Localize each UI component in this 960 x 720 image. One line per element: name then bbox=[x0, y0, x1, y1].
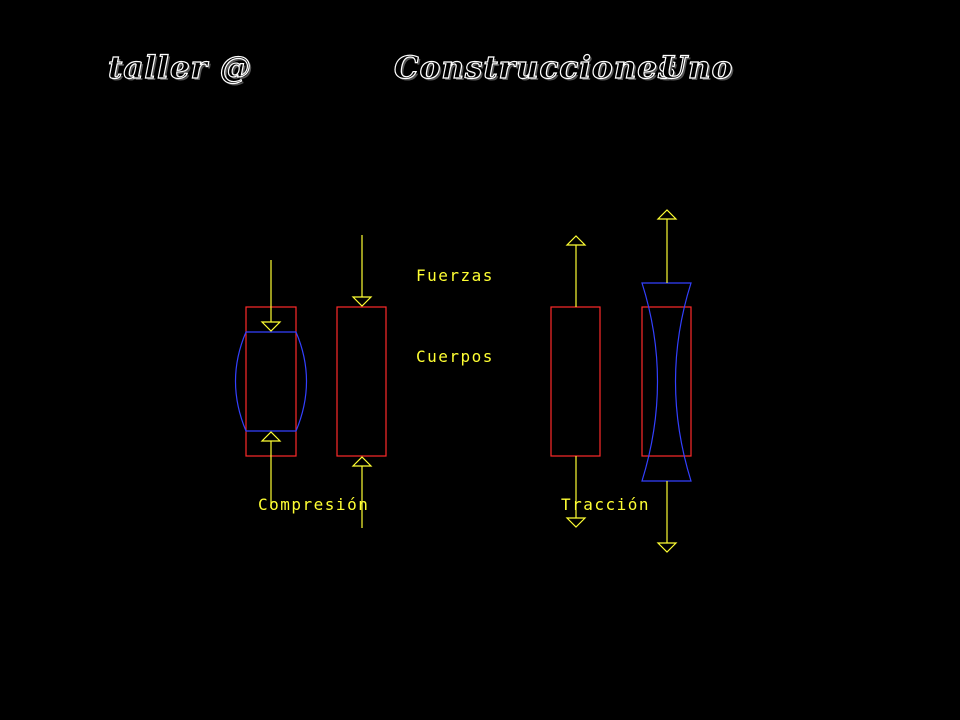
traction-initial-outline bbox=[550, 306, 601, 457]
traction-necked-outline bbox=[641, 282, 692, 482]
compression-original-outline bbox=[245, 306, 297, 457]
bodies-label: Cuerpos bbox=[416, 347, 494, 366]
compression-bottom-arrowhead bbox=[260, 431, 282, 442]
compression-initial-top-arrowhead bbox=[351, 296, 373, 307]
traction-deformed-body bbox=[641, 209, 692, 553]
compression-label: Compresión bbox=[258, 495, 369, 514]
compression-initial-bottom-arrowhead bbox=[351, 456, 373, 467]
compression-initial-outline bbox=[336, 306, 387, 457]
traction-initial-body bbox=[550, 235, 601, 528]
traction-original-outline bbox=[641, 306, 692, 457]
compression-deformed-body bbox=[234, 260, 308, 508]
compression-top-arrowhead bbox=[260, 321, 282, 332]
title-left: taller @ bbox=[107, 49, 252, 86]
compression-bulged-outline bbox=[234, 331, 308, 432]
traction-initial-bottom-arrowhead bbox=[565, 517, 587, 528]
title-mid: Construcciones bbox=[393, 49, 677, 86]
title-right: Uno bbox=[659, 49, 734, 86]
traction-top-arrowhead bbox=[656, 209, 678, 220]
traction-label: Tracción bbox=[561, 495, 650, 514]
traction-bottom-arrowhead bbox=[656, 542, 678, 553]
traction-initial-top-arrowhead bbox=[565, 235, 587, 246]
compression-initial-body bbox=[336, 235, 387, 528]
forces-label: Fuerzas bbox=[416, 266, 494, 285]
